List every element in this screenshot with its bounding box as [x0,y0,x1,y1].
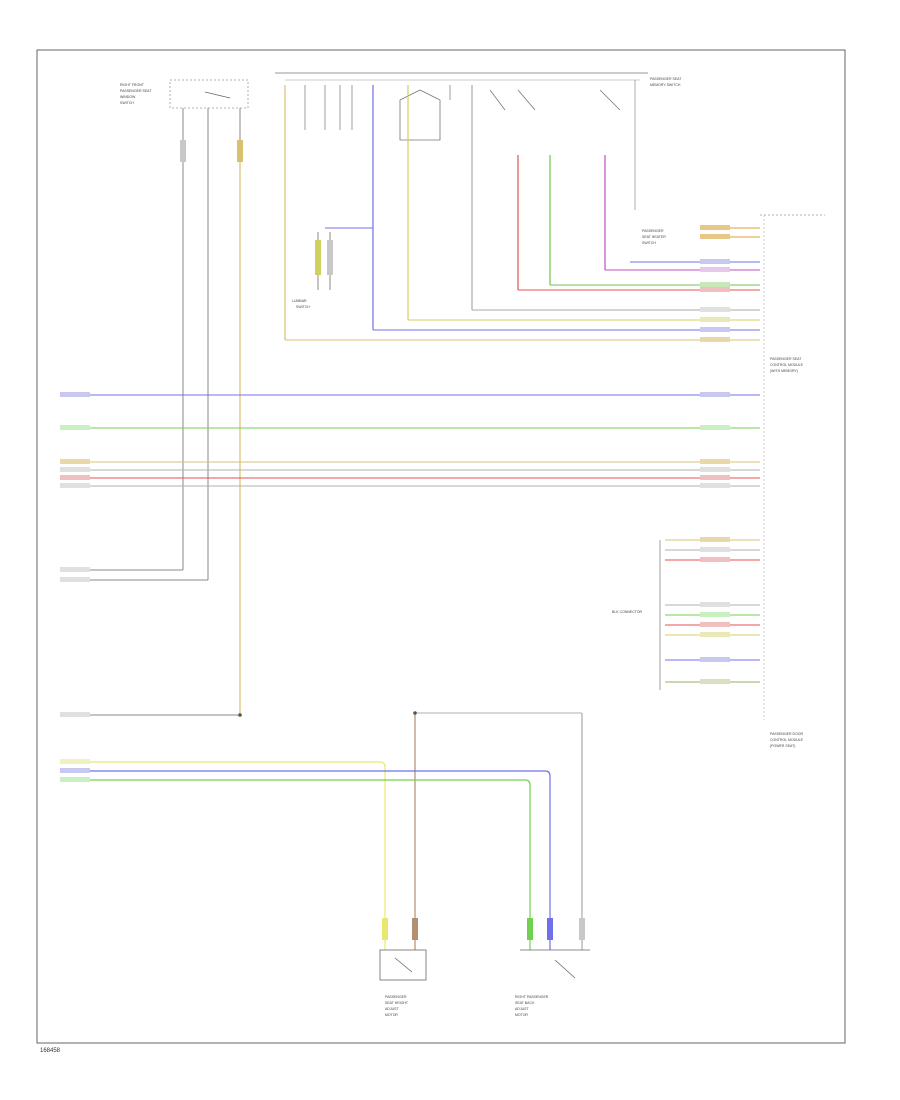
connector-label-c: SWITCH [642,241,656,245]
window-switch-label-4: SWITCH [120,101,134,105]
motor-right-label-4: MOTOR [515,1013,528,1017]
top-module-label: PASSENGER SEAT [650,77,682,81]
wire-label-blocks-left [60,392,90,488]
motor-right-label-2: SEAT BACK [515,1001,535,1005]
connector-label-b: SEAT HEATER [642,235,666,239]
top-module-label-2: MEMORY SWITCH [650,83,681,87]
lumbar-switch-label-2: SWITCH [296,305,310,309]
window-switch-label-2: PASSENGER SEAT [120,89,152,93]
motor-left-label-2: SEAT HEIGHT [385,1001,409,1005]
window-switch-component [169,79,249,165]
wire-label-blocks-right [700,392,730,488]
lower-module-label-3: (POWER SEAT) [770,744,795,748]
connector-label-a: PASSENGER [642,229,664,233]
window-switch-label-3: WINDOW [120,95,136,99]
lumbar-switch-label: LUMBAR [292,299,307,303]
connector-pins-top [700,225,730,342]
motor-left-label-4: MOTOR [385,1013,398,1017]
diagram-frame [36,49,846,1044]
lower-module-label: PASSENGER DOOR [770,732,803,736]
right-module-label: PASSENGER SEAT [770,357,802,361]
right-module-label-3: (WITH MEMORY) [770,369,798,373]
right-module-label-2: CONTROL MODULE [770,363,804,367]
connector-pins-lower [659,537,760,690]
motor-right-component [520,918,590,979]
lumbar-switch-component [315,227,373,290]
diagram-code: 168458 [40,1048,61,1054]
motor-right-label-3: ADJUST [515,1007,529,1011]
window-switch-label: RIGHT FRONT [120,83,145,87]
blk-connector-label: BLK CONNECTOR [612,610,643,614]
lower-module-label-2: CONTROL MODULE [770,738,804,742]
motor-left-label-3: ADJUST [385,1007,399,1011]
motor-left-component [379,918,427,981]
motor-right-label: RIGHT PASSENGER [515,995,549,999]
motor-left-label: PASSENGER [385,995,407,999]
seat-module-switches [284,80,636,340]
